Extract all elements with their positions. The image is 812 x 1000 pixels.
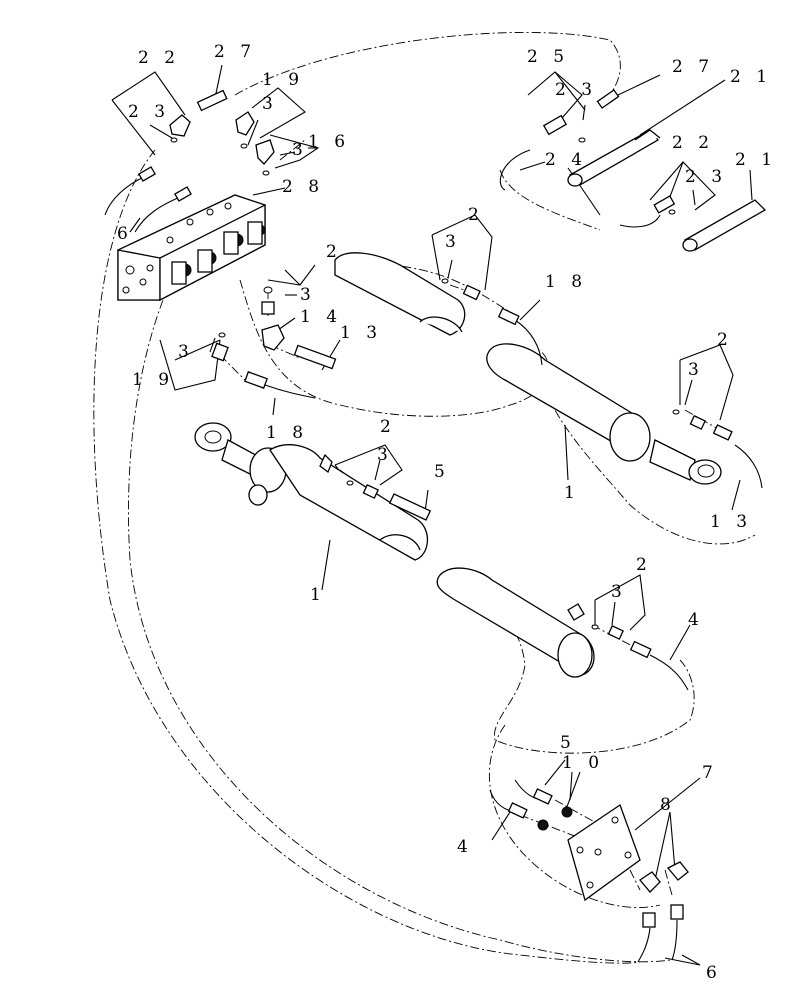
callout-c21: 1 8 bbox=[545, 272, 587, 292]
callout-c42: 8 bbox=[660, 795, 676, 815]
callout-c41: 7 bbox=[702, 763, 718, 783]
callout-c34: 5 bbox=[434, 462, 450, 482]
bottom-assembly bbox=[489, 779, 689, 963]
callout-c9: 6 bbox=[117, 224, 133, 244]
callout-c33: 3 bbox=[377, 445, 393, 465]
callout-c40: 1 0 bbox=[562, 753, 604, 773]
callout-c37: 3 bbox=[611, 582, 627, 602]
callout-c20: 2 bbox=[326, 242, 342, 262]
callout-c44: 6 bbox=[706, 963, 722, 983]
callout-c27: 1 8 bbox=[266, 423, 308, 443]
callout-c14: 2 4 bbox=[545, 150, 587, 170]
callout-c43: 4 bbox=[457, 837, 473, 857]
callout-c36: 2 bbox=[636, 555, 652, 575]
fittings-mid-left bbox=[211, 286, 337, 399]
callout-c2: 2 7 bbox=[214, 42, 256, 62]
callout-c26: 1 9 bbox=[132, 370, 174, 390]
callout-c23: 1 4 bbox=[300, 307, 342, 327]
callout-c19: 3 bbox=[445, 232, 461, 252]
cylinder-upper-right bbox=[334, 252, 763, 489]
callout-labels: 2 2 2 7 1 9 2 3 3 3 1 6 2 8 6 2 5 2 7 2 … bbox=[117, 42, 777, 983]
callout-c11: 2 7 bbox=[672, 57, 714, 77]
callout-c12: 2 1 bbox=[730, 67, 772, 87]
callout-c18: 2 bbox=[468, 205, 484, 225]
callout-c30: 1 bbox=[564, 483, 580, 503]
callout-c24: 1 3 bbox=[340, 323, 382, 343]
callout-c8: 2 8 bbox=[282, 177, 324, 197]
callout-c25: 3 bbox=[178, 342, 194, 362]
callout-c15: 2 2 bbox=[672, 133, 714, 153]
callout-c35: 1 bbox=[310, 585, 326, 605]
callout-c1: 2 2 bbox=[138, 48, 180, 68]
cylinder-lower-left bbox=[194, 422, 432, 561]
callout-c5: 3 bbox=[262, 94, 278, 114]
fittings-top-left bbox=[104, 89, 275, 233]
callout-c13: 2 3 bbox=[555, 80, 597, 100]
callout-c4: 2 3 bbox=[128, 102, 170, 122]
callout-c31: 1 3 bbox=[710, 512, 752, 532]
valve-block bbox=[117, 194, 266, 302]
callout-c22: 3 bbox=[300, 285, 316, 305]
leader-lines bbox=[111, 64, 753, 966]
callout-c38: 4 bbox=[688, 610, 704, 630]
callout-c39: 5 bbox=[560, 733, 576, 753]
callout-c32: 2 bbox=[380, 417, 396, 437]
cylinder-lower-center bbox=[436, 567, 689, 691]
routing-lines bbox=[93, 31, 756, 964]
callout-c7: 1 6 bbox=[308, 132, 350, 152]
callout-c28: 2 bbox=[717, 330, 733, 350]
callout-c10: 2 5 bbox=[527, 47, 569, 67]
callout-c6: 3 bbox=[292, 140, 308, 160]
top-right-assembly bbox=[499, 89, 767, 252]
callout-c3: 1 9 bbox=[262, 70, 304, 90]
callout-c17: 2 3 bbox=[685, 167, 727, 187]
callout-c16: 2 1 bbox=[735, 150, 777, 170]
callout-c29: 3 bbox=[688, 360, 704, 380]
